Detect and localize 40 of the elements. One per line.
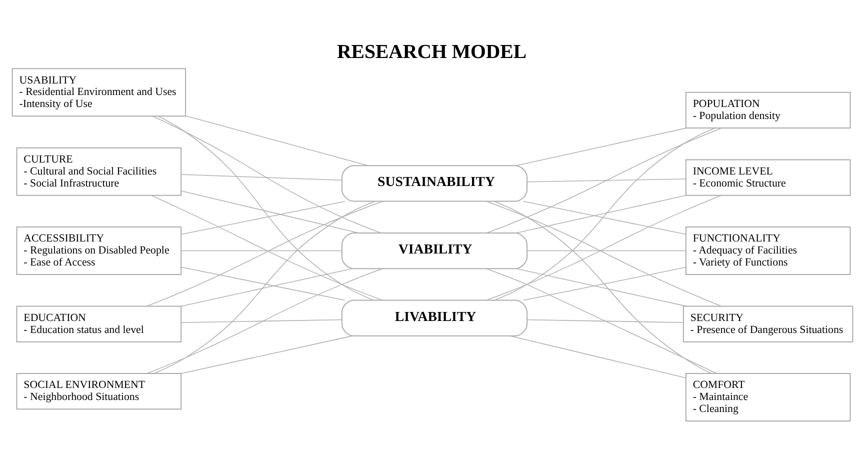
diagram-title: RESEARCH MODEL xyxy=(336,40,527,62)
connector xyxy=(180,190,359,233)
connector xyxy=(180,318,342,322)
node-box: INCOME LEVEL - Economic Structure xyxy=(685,158,851,196)
connector xyxy=(180,250,342,251)
connector xyxy=(494,127,715,300)
connector xyxy=(510,335,686,378)
node-box: SECURITY - Presence of Dangerous Situations xyxy=(682,305,854,342)
connector xyxy=(185,114,369,166)
node-box: ACCESSIBILITY - Regulations on Disabled People - Ease of Access xyxy=(16,226,182,275)
connector xyxy=(523,266,686,300)
connector xyxy=(516,268,687,306)
node-box: LIVABILITY xyxy=(341,299,528,336)
connector xyxy=(516,127,687,166)
connector xyxy=(527,318,684,322)
node-box: USABILITY - Residential Environment and Uses -Intensity of Use xyxy=(12,68,186,116)
node-box: FUNCTIONALITY - Adequacy of Facilities - Variety of Functions xyxy=(685,226,851,275)
connector xyxy=(527,250,686,251)
connector xyxy=(486,268,718,374)
connector xyxy=(523,200,686,234)
connector xyxy=(158,115,374,300)
connector xyxy=(516,194,687,233)
node-box: POPULATION - Population density xyxy=(685,91,851,128)
connector xyxy=(527,178,686,182)
connector xyxy=(486,127,722,233)
connector xyxy=(154,200,375,374)
node-box: CULTURE - Cultural and Social Facilities - Social Infrastructure xyxy=(16,146,182,196)
connector xyxy=(180,174,342,180)
connector xyxy=(180,200,346,234)
connector xyxy=(180,266,346,300)
connector xyxy=(494,200,712,374)
connector xyxy=(152,115,382,233)
node-box: VIABILITY xyxy=(341,232,528,269)
connector xyxy=(180,335,353,374)
node-box: EDUCATION - Education status and level xyxy=(16,305,182,342)
node-box: COMFORT - Maintaince - Cleaning xyxy=(685,372,851,422)
node-box: SOCIAL ENVIRONMENT - Neighborhood Situations xyxy=(16,372,182,410)
node-box: SUSTAINABILITY xyxy=(341,164,528,202)
connector xyxy=(180,268,353,306)
connector xyxy=(146,268,383,374)
